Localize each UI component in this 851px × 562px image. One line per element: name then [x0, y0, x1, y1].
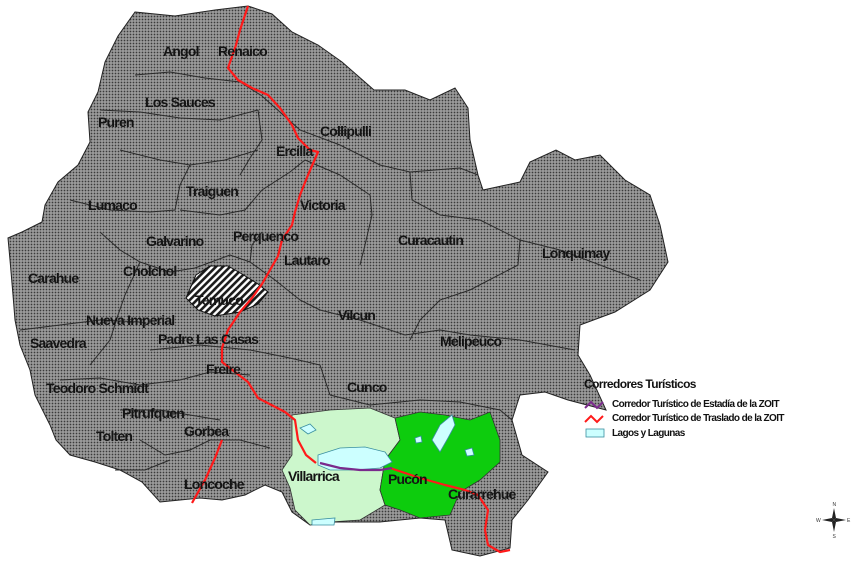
legend-title: Corredores Turísticos: [584, 377, 697, 391]
label-pucon: Pucón: [388, 471, 427, 487]
cyan-rectangle-icon: [585, 428, 605, 438]
compass-arrow-s: [832, 520, 836, 532]
label-nueva-imperial: Nueva Imperial: [86, 312, 174, 328]
lake-small-4: [311, 517, 336, 526]
transfer-corridor-south: [191, 439, 224, 504]
label-angol: Angol: [163, 43, 199, 59]
label-lonquimay: Lonquimay: [542, 245, 610, 261]
label-temuco: Temuco: [195, 292, 243, 308]
label-loncoche: Loncoche: [184, 476, 245, 492]
compass-arrow-w: [822, 518, 834, 522]
compass-e: E: [847, 518, 851, 524]
label-lumaco: Lumaco: [88, 197, 137, 213]
label-renaico: Renaico: [218, 43, 267, 59]
label-curarrehue: Curarrehue: [448, 486, 516, 502]
lakes: [299, 414, 475, 526]
label-victoria: Victoria: [300, 197, 346, 213]
compass-arrow-e: [834, 518, 846, 522]
label-ercilla: Ercilla: [276, 143, 313, 159]
compass-arrow-n: [832, 508, 836, 520]
label-melipeuco: Melipeuco: [440, 333, 502, 349]
commune-borders: [19, 71, 641, 471]
compass-n: N: [833, 502, 837, 508]
label-tolten: Tolten: [96, 428, 132, 444]
label-perquenco: Perquenco: [233, 228, 298, 244]
label-teodoro-schmidt: Teodoro Schmidt: [46, 380, 149, 396]
label-saavedra: Saavedra: [30, 335, 87, 351]
compass-rose: N S E W: [816, 502, 851, 540]
pucon-area: [379, 411, 501, 519]
label-galvarino: Galvarino: [146, 233, 204, 249]
purple-zigzag-line-icon: [584, 400, 604, 410]
label-gorbea: Gorbea: [184, 423, 229, 439]
compass-s: S: [833, 534, 837, 540]
legend-item-lakes: Lagos y Lagunas: [612, 428, 686, 439]
label-padre-las-casas: Padre Las Casas: [158, 331, 259, 347]
red-zigzag-line-icon: [584, 414, 604, 424]
label-traiguen: Traiguen: [186, 183, 238, 199]
lake-caburgua: [431, 414, 456, 453]
label-vilcun: Vilcun: [338, 307, 375, 323]
lake-small-1: [299, 423, 317, 435]
label-villarrica: Villarrica: [288, 468, 340, 484]
label-pitrufquen: Pitrufquen: [122, 405, 184, 421]
compass-w: W: [816, 518, 821, 524]
label-cholchol: Cholchol: [123, 263, 176, 279]
transfer-corridor-route: [220, 5, 320, 464]
label-curacautin: Curacautin: [398, 232, 463, 248]
lake-small-3: [464, 447, 475, 457]
transfer-corridor-east: [389, 466, 511, 554]
label-los-sauces: Los Sauces: [145, 94, 216, 110]
legend-item-stay-corridor: Corredor Turístico de Estadía de la ZOIT: [612, 399, 779, 410]
legend: Corredores Turísticos Corredor Turístico…: [584, 377, 785, 439]
label-collipulli: Collipulli: [320, 123, 371, 139]
legend-item-transfer-corridor: Corredor Turístico de Traslado de la ZOI…: [612, 413, 784, 424]
label-puren: Puren: [98, 114, 134, 130]
label-freire: Freire: [206, 361, 241, 377]
commune-labels: Angol Renaico Los Sauces Puren Collipull…: [28, 43, 611, 502]
lake-villarrica: [317, 446, 393, 471]
label-cunco: Cunco: [347, 379, 387, 395]
stay-corridor-route: [319, 461, 393, 472]
lake-small-2: [414, 435, 423, 444]
region-outline: [7, 5, 669, 557]
label-lautaro: Lautaro: [284, 252, 330, 268]
label-carahue: Carahue: [28, 270, 79, 286]
